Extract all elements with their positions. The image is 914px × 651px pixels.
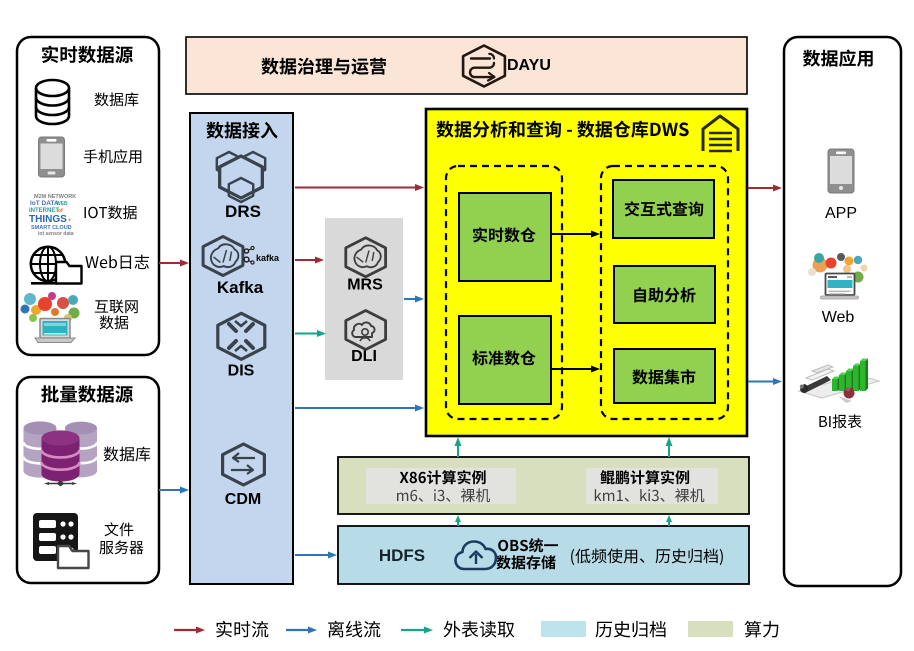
svg-text:Web: Web bbox=[822, 309, 855, 326]
svg-text:DLI: DLI bbox=[351, 348, 377, 365]
svg-text:WEB: WEB bbox=[56, 201, 68, 207]
svg-text:APP: APP bbox=[825, 205, 857, 222]
svg-text:SMART CLOUD: SMART CLOUD bbox=[31, 225, 72, 231]
svg-text:DAYU: DAYU bbox=[507, 57, 551, 74]
svg-text:Kafka: Kafka bbox=[217, 278, 264, 297]
svg-text:THINGS: THINGS bbox=[29, 214, 67, 225]
svg-text:HDFS: HDFS bbox=[379, 546, 425, 565]
svg-text:INTERNET: INTERNET bbox=[29, 208, 59, 214]
svg-text:DIS: DIS bbox=[228, 363, 255, 380]
svg-text:MRS: MRS bbox=[347, 277, 383, 294]
svg-text:kafka: kafka bbox=[256, 253, 280, 263]
svg-text:DRS: DRS bbox=[225, 202, 261, 221]
svg-text:M2M NETWORK: M2M NETWORK bbox=[34, 194, 76, 200]
svg-text:CDM: CDM bbox=[225, 491, 261, 508]
svg-text:of: of bbox=[58, 208, 63, 214]
svg-text:IoT DATA: IoT DATA bbox=[30, 200, 59, 207]
svg-text:iot sensor data: iot sensor data bbox=[38, 231, 74, 237]
svg-text:+: + bbox=[68, 218, 72, 224]
